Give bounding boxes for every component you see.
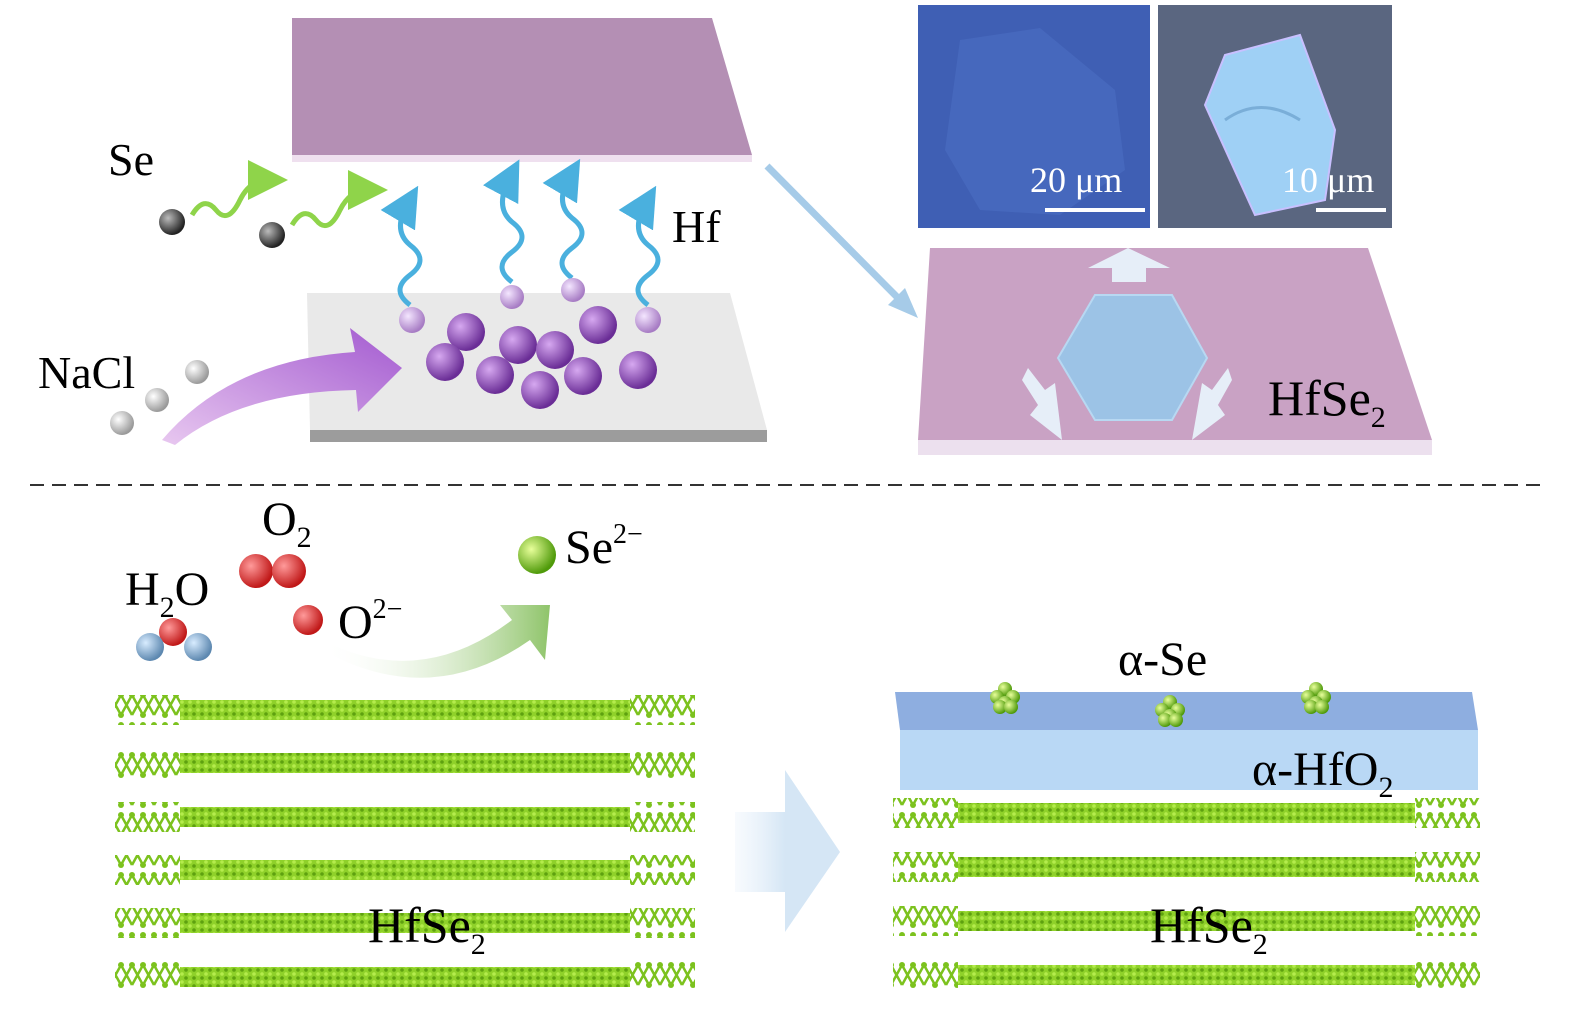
- hfse2-right-label: HfSe2: [1150, 897, 1268, 961]
- hfse2-layer: [958, 911, 1415, 931]
- lattice-edge: [893, 960, 958, 990]
- alpha-se-label: α-Se: [1118, 633, 1207, 686]
- se-ion-label: Se2−: [565, 519, 643, 574]
- wavy-arrow-icon: [380, 185, 423, 307]
- wavy-arrow-icon: [618, 185, 661, 307]
- lattice-edge: [630, 908, 695, 938]
- scale-bar-left: [1045, 208, 1145, 212]
- optical-image-left: 20 μm: [918, 5, 1150, 228]
- h2o-label: H2O: [125, 563, 209, 624]
- hfse2-layer: [180, 860, 630, 880]
- lattice-edge: [630, 962, 695, 992]
- hfse2-layers-left: [115, 695, 695, 992]
- se-atom: [259, 222, 285, 248]
- lattice-edge: [893, 852, 958, 882]
- hexagon-crystal: [1056, 294, 1209, 421]
- hfse2-layer: [958, 803, 1415, 823]
- hfse2-product-label: HfSe2: [1268, 370, 1386, 434]
- lattice-edge: [1415, 906, 1480, 936]
- hfse2-layer: [180, 753, 630, 773]
- hf-label: Hf: [672, 201, 721, 252]
- top-purple-substrate: [292, 18, 752, 162]
- lattice-edge: [630, 695, 695, 725]
- hf-precursor-particles: [399, 278, 661, 409]
- process-arrow-icon: [735, 770, 840, 932]
- alpha-se-clusters: [990, 682, 1331, 727]
- lattice-edge: [115, 802, 180, 832]
- lattice-edge: [630, 748, 695, 778]
- product-substrate: HfSe2: [918, 248, 1432, 455]
- growth-arrow-icon: [1192, 368, 1232, 440]
- lattice-edge: [630, 802, 695, 832]
- se-cluster-atom: [1169, 713, 1183, 727]
- oxygen-molecule: [239, 554, 306, 588]
- exchange-arrow-icon: [322, 605, 550, 678]
- scale-bar-right: [1316, 208, 1386, 212]
- scale-bar-label-left: 20 μm: [1030, 160, 1122, 200]
- hfse2-layer: [180, 807, 630, 827]
- optical-image-right: 10 μm: [1158, 5, 1392, 228]
- wavy-arrow-icon: [482, 159, 525, 284]
- se-label: Se: [108, 134, 154, 185]
- hfse2-layer: [958, 965, 1415, 985]
- wavy-arrow-icon: [189, 160, 288, 219]
- lattice-edge: [893, 906, 958, 936]
- alpha-hfo2-label: α-HfO2: [1252, 743, 1393, 804]
- se-atom: [159, 209, 185, 235]
- hfse2-layer: [180, 913, 630, 933]
- oxygen-ion: [293, 605, 323, 635]
- wavy-arrow-icon: [289, 170, 388, 229]
- lattice-edge: [115, 855, 180, 885]
- growth-arrow-icon: [1088, 248, 1170, 282]
- hfo2-slab: [895, 692, 1478, 790]
- hf-vapor-arrows: [380, 158, 661, 307]
- se-cluster-atom: [993, 700, 1007, 714]
- se-cluster-atom: [1304, 700, 1318, 714]
- lattice-edge: [115, 962, 180, 992]
- water-molecule: [136, 618, 212, 661]
- hfse2-layer: [958, 857, 1415, 877]
- o-ion-label: O2−: [338, 594, 402, 649]
- lattice-edge: [115, 748, 180, 778]
- nacl-particles: [110, 360, 209, 435]
- selenium-ion: [518, 536, 556, 574]
- lattice-edge: [630, 855, 695, 885]
- nacl-label: NaCl: [38, 347, 135, 398]
- nacl-arrow-icon: [162, 328, 402, 445]
- hfse2-layer: [180, 967, 630, 987]
- hfse2-left-label: HfSe2: [368, 897, 486, 961]
- lattice-edge: [893, 798, 958, 828]
- transfer-arrow-icon: [764, 163, 918, 318]
- growth-arrow-icon: [1022, 368, 1062, 440]
- hfse2-layers-right: [893, 798, 1480, 990]
- lattice-edge: [1415, 798, 1480, 828]
- wavy-arrow-icon: [542, 158, 585, 280]
- se-cluster-atom: [1315, 700, 1329, 714]
- lattice-edge: [115, 695, 180, 725]
- lattice-edge: [1415, 960, 1480, 990]
- se-cluster-atom: [1004, 700, 1018, 714]
- o2-label: O2: [262, 493, 312, 554]
- lattice-edge: [1415, 852, 1480, 882]
- hfse2-layer: [180, 700, 630, 720]
- se-cluster-atom: [1158, 713, 1172, 727]
- lattice-edge: [115, 908, 180, 938]
- scale-bar-label-right: 10 μm: [1282, 160, 1374, 200]
- se-atoms: [159, 160, 388, 248]
